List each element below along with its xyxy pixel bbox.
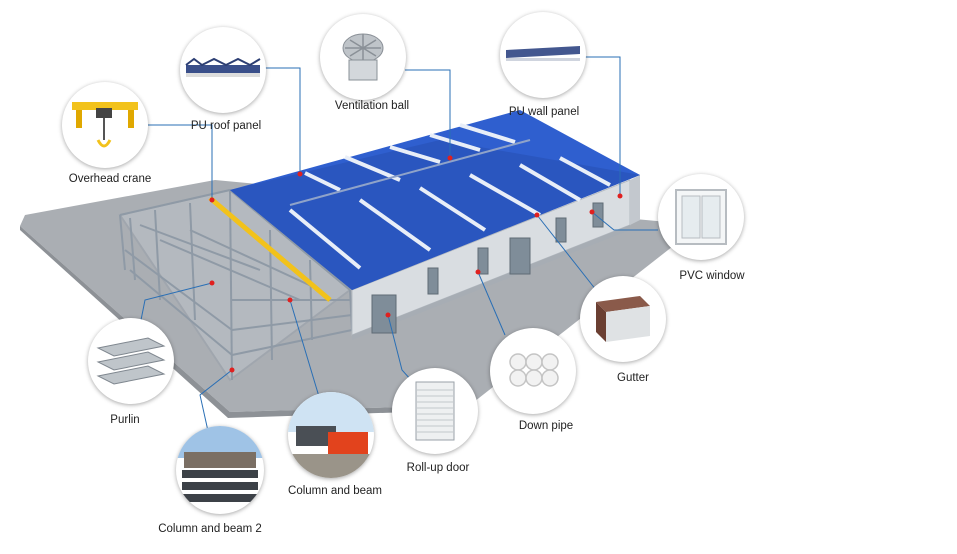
pu-wall-panel-icon	[506, 46, 580, 61]
pu-wall-panel-label: PU wall panel	[508, 106, 580, 118]
overhead-crane-thumbnail	[62, 82, 148, 168]
gutter-label: Gutter	[617, 372, 649, 384]
pu-roof-panel-label: PU roof panel	[190, 120, 262, 132]
roll-up-door-thumbnail	[392, 368, 478, 454]
end-wall	[630, 175, 640, 225]
pvc-window-label: PVC window	[679, 270, 745, 282]
wall-openings	[371, 202, 604, 334]
roll-up-door-icon	[415, 381, 455, 441]
column-and-beam-icon	[288, 392, 374, 478]
ventilation-ball-icon	[342, 33, 384, 81]
front-wall-base	[352, 225, 630, 340]
markers	[209, 155, 623, 373]
crane-rail	[208, 196, 332, 302]
down-pipe-thumbnail	[490, 328, 576, 414]
column-and-beam-label: Column and beam	[288, 485, 382, 497]
column-and-beam-2-icon	[176, 426, 264, 502]
gutter-icon	[596, 296, 650, 342]
overhead-crane-label: Overhead crane	[68, 173, 152, 185]
gutter-thumbnail	[580, 276, 666, 362]
pvc-window-icon	[675, 189, 727, 245]
purlin-icon	[96, 337, 166, 385]
down-pipe-icon	[509, 353, 559, 387]
ventilation-ball-label: Ventilation ball	[334, 100, 410, 112]
column-and-beam-thumbnail	[288, 392, 374, 478]
pu-roof-panel-thumbnail	[180, 27, 266, 113]
down-pipe-label: Down pipe	[518, 420, 574, 432]
roof-ridge	[289, 139, 531, 206]
overhead-crane-icon	[72, 102, 138, 148]
roll-up-door-label: Roll-up door	[406, 462, 470, 474]
purlin-label: Purlin	[110, 414, 140, 426]
ventilation-ball-thumbnail	[320, 14, 406, 100]
pvc-window-thumbnail	[658, 174, 744, 260]
pu-wall-panel-thumbnail	[500, 12, 586, 98]
pu-roof-panel-icon	[185, 57, 261, 77]
purlin-thumbnail	[88, 318, 174, 404]
roof-skylights	[288, 123, 611, 270]
column-and-beam-2-thumbnail	[176, 426, 264, 514]
column-and-beam-2-label: Column and beam 2	[158, 523, 262, 535]
